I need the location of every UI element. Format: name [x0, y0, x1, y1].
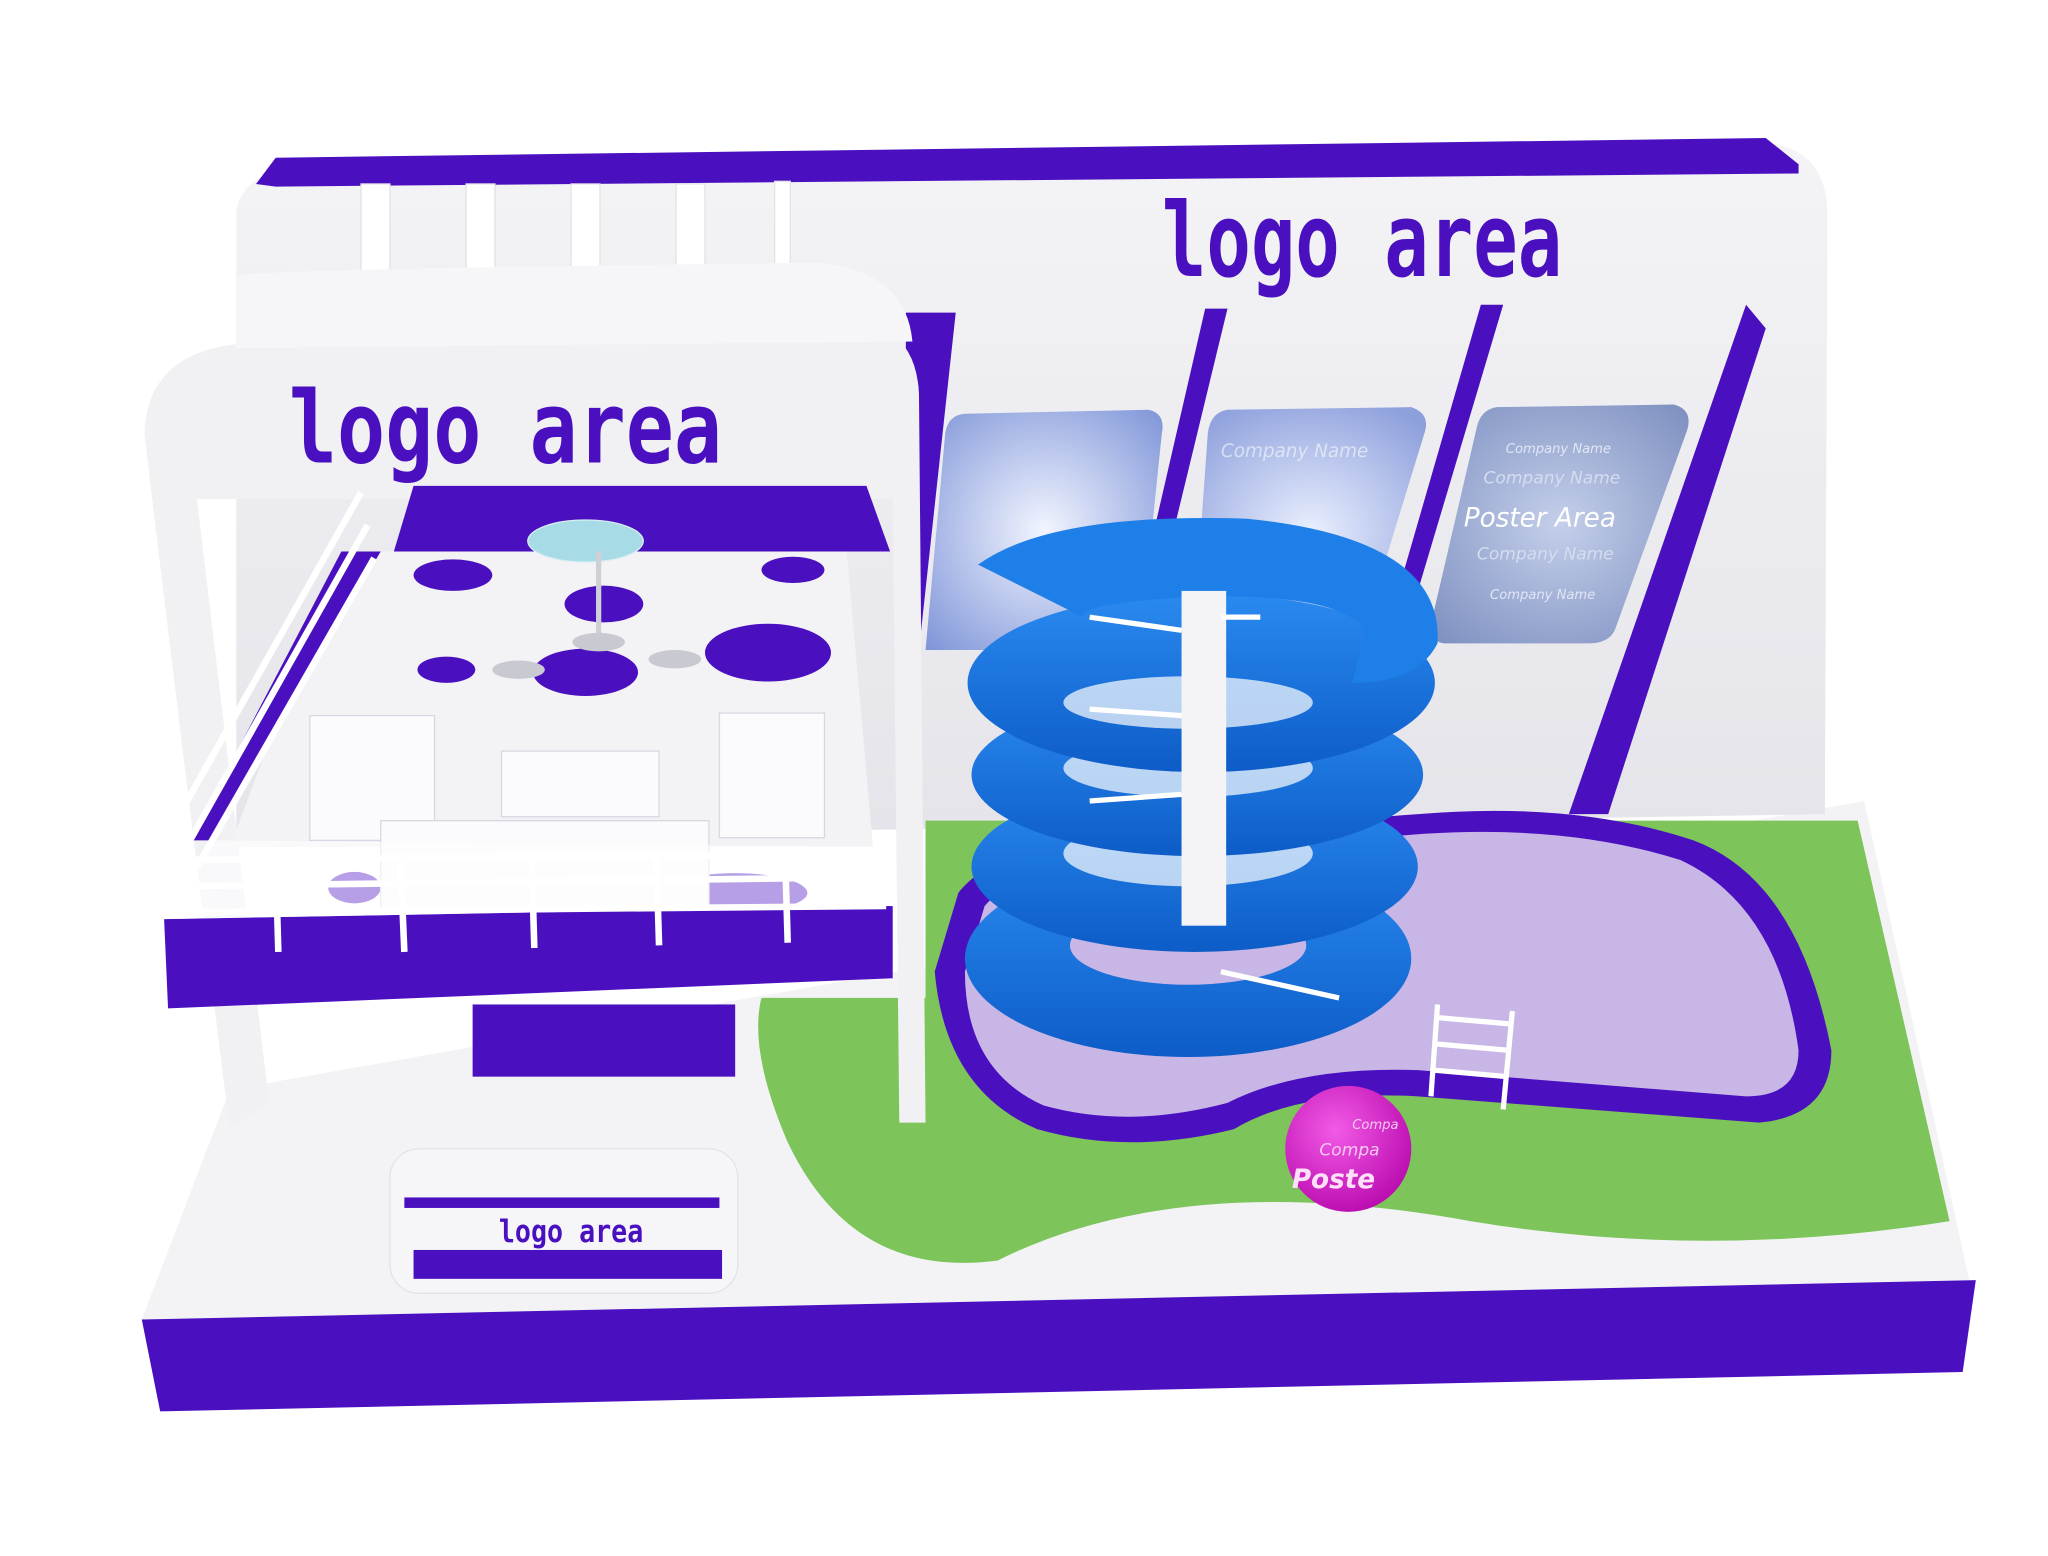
back-wall-logo: logo area: [1162, 182, 1562, 301]
upper-deck-logo: logo area: [289, 369, 722, 486]
deck-fascia: [164, 906, 893, 1009]
poster-3-line-4: Company Name: [1477, 544, 1614, 564]
poster-3: Company Name Company Name Poster Area Co…: [1430, 404, 1689, 644]
reception-counter: logo area: [389, 1148, 739, 1294]
promo-ball: Compa Compa Poste: [1285, 1085, 1412, 1212]
counter-logo: logo area: [499, 1214, 643, 1250]
poster-3-line-5: Company Name: [1490, 588, 1595, 603]
poster-3-line-1: Company Name: [1506, 442, 1611, 457]
ball-text-2: Compa: [1319, 1140, 1379, 1160]
poster-2-text: Company Name: [1221, 441, 1368, 462]
wall-stripe: [1398, 304, 1504, 591]
spiral-slide: [964, 517, 1438, 1057]
table-and-stools: [492, 519, 702, 679]
pool-ladder: [1428, 1004, 1515, 1110]
wall-slats: [360, 180, 791, 281]
poster-3-title: Poster Area: [1464, 504, 1616, 534]
poster-3-line-2: Company Name: [1483, 468, 1620, 488]
storage-room: [472, 1004, 736, 1077]
ball-text-3: Poste: [1292, 1165, 1375, 1195]
deck-railing: [154, 490, 887, 953]
wall-stripe: [1568, 304, 1766, 815]
upper-deck-structure: logo area: [144, 262, 926, 1130]
ball-text-1: Compa: [1352, 1118, 1398, 1133]
wall-stripe: [1155, 308, 1228, 526]
